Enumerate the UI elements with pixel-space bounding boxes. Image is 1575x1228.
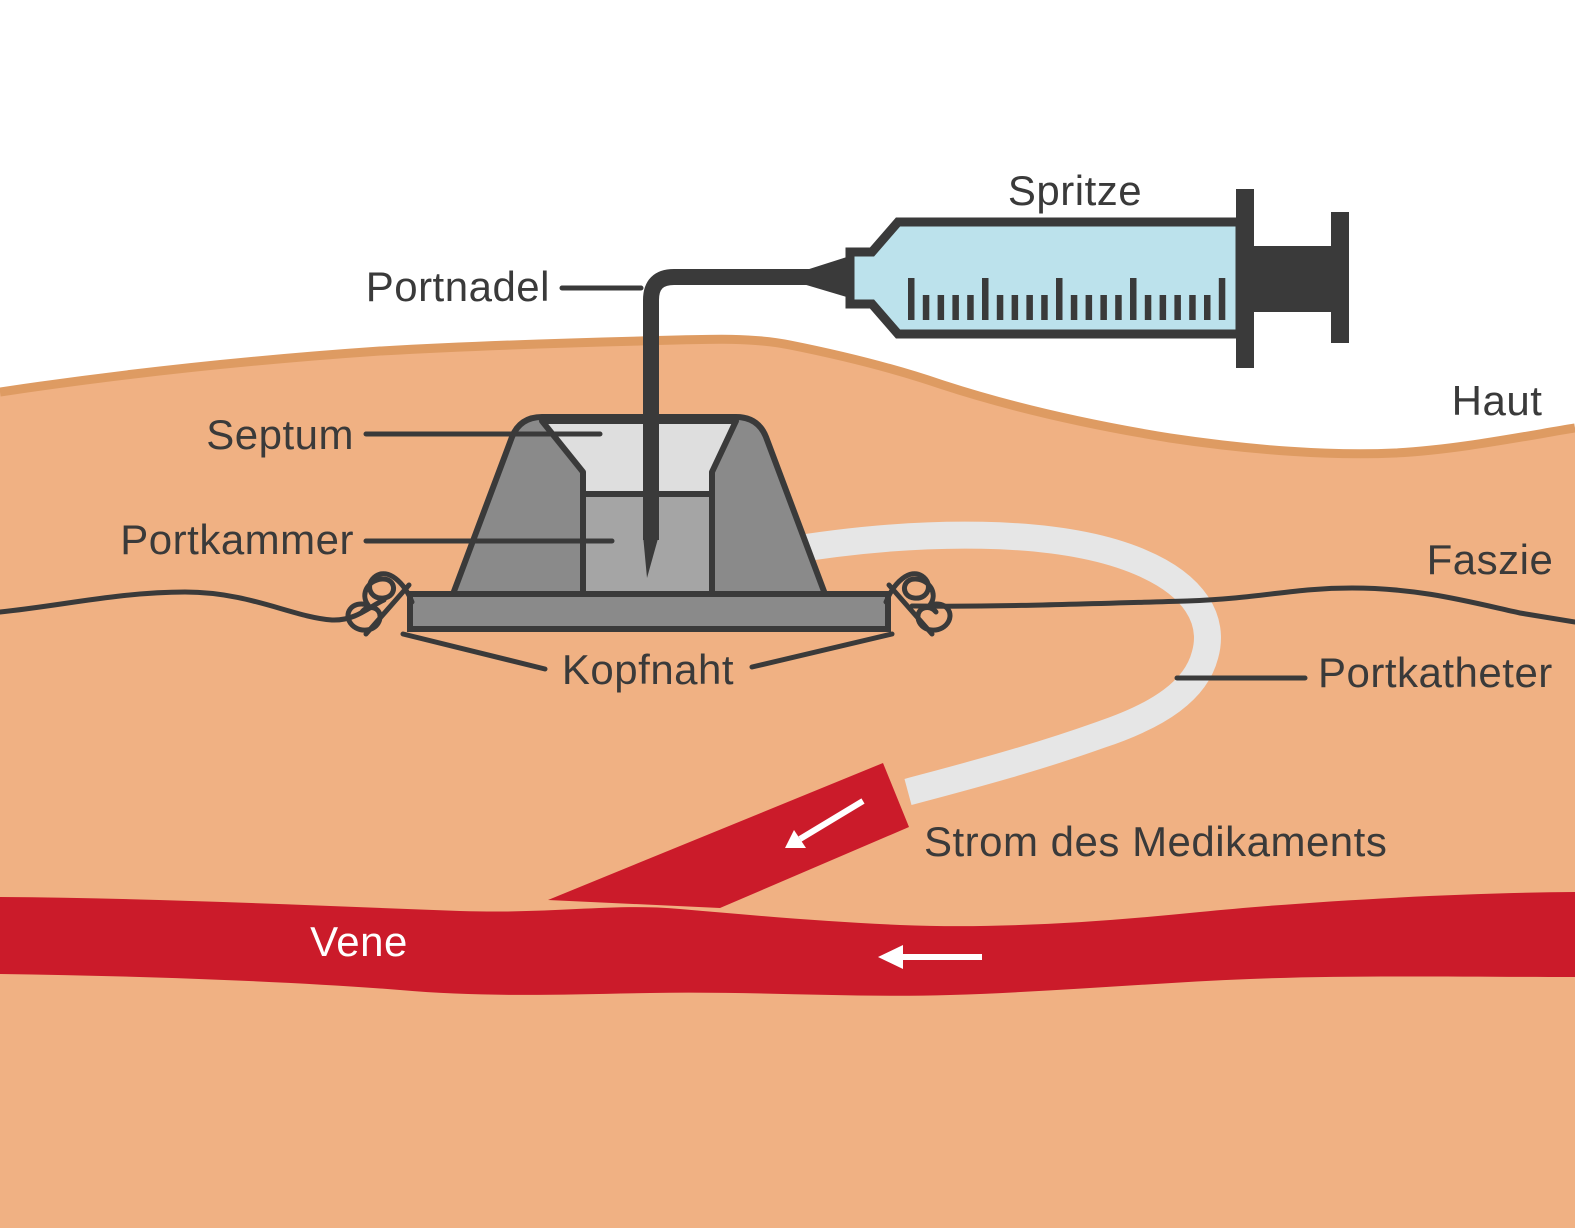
scale-tick — [1174, 295, 1181, 320]
scale-tick — [1041, 295, 1048, 320]
scale-tick — [937, 295, 945, 320]
scale-tick — [1130, 278, 1137, 320]
vein-branch — [548, 763, 909, 908]
syringe-thumb-rest — [1331, 212, 1349, 343]
flow-arrow-vein — [878, 945, 982, 969]
port-catheter-tube — [775, 521, 1221, 806]
scale-tick — [1070, 295, 1078, 320]
scale-tick — [1100, 295, 1107, 320]
scale-tick — [996, 295, 1004, 320]
fascia-line-right — [909, 585, 1575, 625]
scale-tick — [1085, 295, 1093, 320]
scale-tick — [1056, 278, 1063, 320]
scale-tick — [952, 295, 959, 320]
scale-tick — [908, 278, 915, 320]
kopfnaht-leader-lines — [400, 631, 895, 672]
suture-knot-left — [345, 571, 415, 637]
label-faszie: Faszie — [1427, 536, 1554, 583]
label-spritze: Spritze — [1008, 167, 1142, 214]
vein-main — [0, 892, 1575, 996]
flow-arrow-branch — [785, 798, 865, 848]
scale-tick — [1115, 295, 1122, 320]
label-septum: Septum — [206, 411, 354, 458]
syringe-barrel-flange — [1236, 189, 1254, 368]
syringe-plunger-rod — [1254, 246, 1333, 312]
scale-tick — [1011, 295, 1019, 320]
scale-tick — [922, 295, 930, 320]
suture-knot-right — [883, 571, 953, 637]
scale-tick — [1159, 295, 1167, 320]
label-vene: Vene — [310, 918, 408, 965]
label-portkatheter: Portkatheter — [1318, 649, 1553, 696]
scale-tick — [1204, 295, 1211, 320]
port-needle-tube — [643, 269, 812, 540]
label-portkammer: Portkammer — [120, 516, 354, 563]
port-needle-tip — [643, 535, 659, 578]
label-kopfnaht: Kopfnaht — [562, 646, 734, 693]
scale-tick — [967, 295, 974, 320]
scale-tick — [1026, 295, 1033, 320]
scale-tick — [1218, 278, 1226, 320]
port-base-flange — [407, 591, 891, 632]
scale-tick — [1189, 295, 1196, 320]
skin-tissue — [0, 339, 1575, 1228]
scale-tick — [1144, 295, 1152, 320]
scale-tick — [982, 278, 989, 320]
syringe-hub-cone — [803, 256, 850, 298]
label-portnadel: Portnadel — [366, 263, 550, 310]
syringe-scale-marks — [908, 278, 1226, 320]
skin-surface-edge — [0, 334, 1575, 459]
label-haut: Haut — [1452, 377, 1543, 424]
label-strom-des-medikaments: Strom des Medikaments — [924, 818, 1387, 865]
